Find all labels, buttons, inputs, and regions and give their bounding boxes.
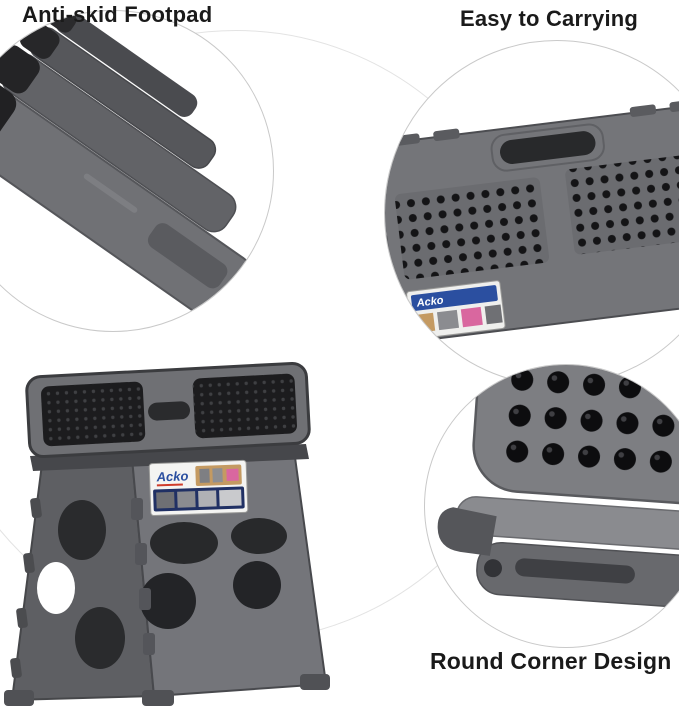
round-corner-closeup [437, 365, 679, 614]
dotted-texture-panels [395, 152, 679, 280]
hinge-pin [484, 559, 503, 578]
brand-text-small: Acko [415, 294, 444, 309]
corner-latch [437, 507, 497, 556]
handle-cutout [148, 401, 191, 421]
slab-slot [147, 223, 228, 289]
inset-round-corner [424, 364, 679, 648]
callout-easy-to-carrying: Easy to Carrying [460, 6, 639, 31]
dome-dots-panel [501, 365, 679, 493]
stool-feet [4, 674, 330, 706]
center-hinge-teeth [131, 498, 155, 655]
carry-handle-slot [500, 131, 596, 164]
seat-corner [437, 365, 679, 614]
callout-round-corner-design: Round Corner Design [430, 648, 672, 674]
folded-stool-body: Acko [385, 99, 679, 343]
folded-stool-label: Acko [406, 280, 506, 340]
under-seat-lip [30, 444, 309, 471]
folded-leg-slabs [0, 11, 254, 323]
stool-front-leg-panel [130, 448, 328, 698]
inset-anti-skid-footpad [0, 10, 274, 332]
callout-anti-skid-footpad: Anti-skid Footpad [22, 2, 213, 27]
stool-seat [25, 361, 311, 459]
footpad-closeup [0, 11, 254, 323]
stool-left-leg-panel [10, 456, 156, 702]
brand-label-sticker: Acko [148, 459, 249, 517]
brand-text: Acko [155, 468, 188, 484]
left-edge-hinge-teeth [10, 497, 42, 679]
step-stool-photo: Acko [4, 361, 330, 706]
